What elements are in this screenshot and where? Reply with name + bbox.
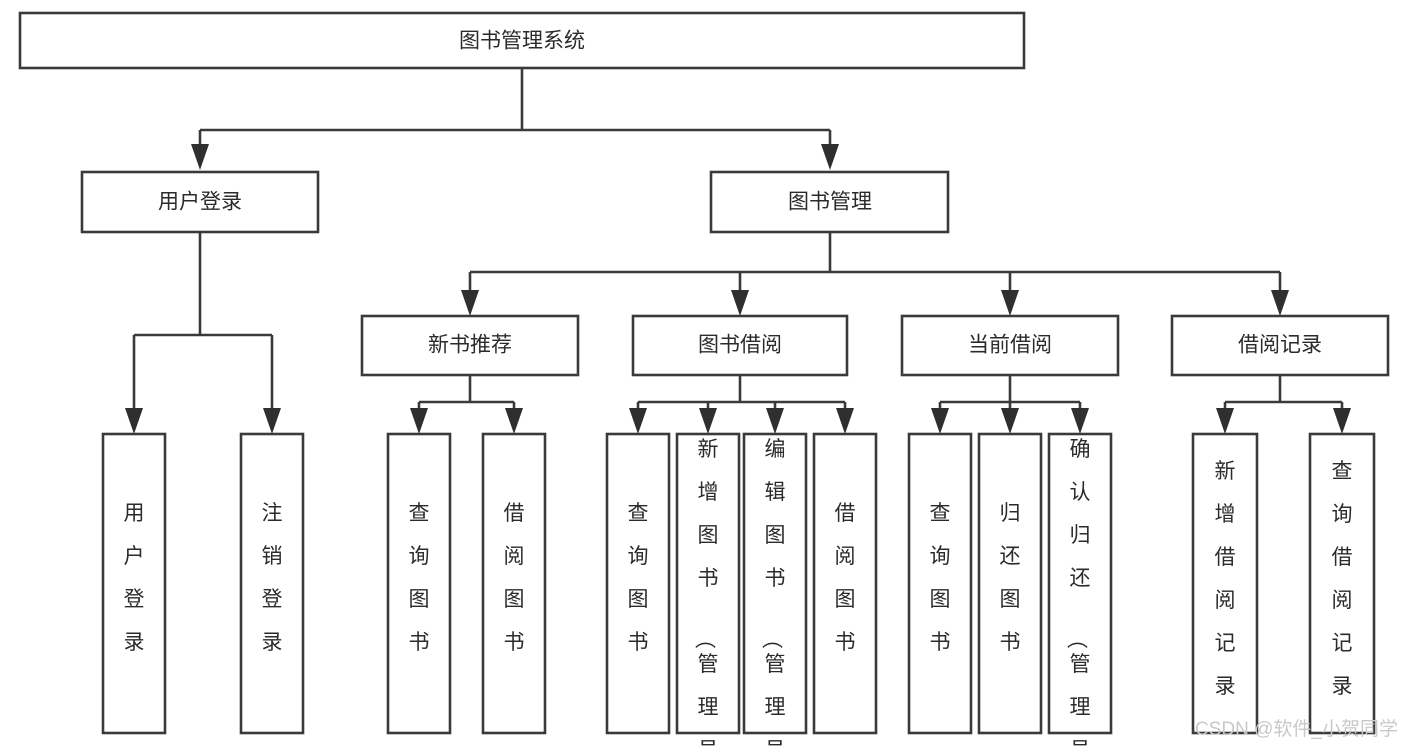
node-user-login[interactable]: 用户登录 — [80, 170, 320, 234]
node-leaf-query-book-3-box[interactable] — [907, 432, 973, 735]
node-new-book-recommend-label: 新书推荐 — [428, 334, 512, 357]
node-book-borrow[interactable]: 图书借阅 — [631, 314, 849, 377]
node-book-manage[interactable]: 图书管理 — [709, 170, 950, 234]
node-leaf-user-login-label: 用户登录 — [124, 502, 145, 654]
node-leaf-query-book-2[interactable]: 查询图书 — [605, 432, 671, 735]
node-leaf-add-book-box[interactable] — [675, 432, 741, 735]
arrow-to-leaf-add-record — [1216, 408, 1234, 434]
node-borrow-record-box[interactable] — [1170, 314, 1390, 377]
node-borrow-record[interactable]: 借阅记录 — [1170, 314, 1390, 377]
node-leaf-user-login-box[interactable] — [101, 432, 167, 735]
connector-layer — [125, 68, 1351, 434]
node-book-borrow-label: 图书借阅 — [698, 334, 782, 357]
node-leaf-borrow-book-2[interactable]: 借阅图书 — [812, 432, 878, 735]
arrow-to-leaf-user-login — [125, 408, 143, 434]
csdn-watermark: CSDN @软件_小贺同学 — [1195, 718, 1398, 740]
arrow-to-leaf-query-book-3 — [931, 408, 949, 434]
node-leaf-borrow-book-1-box[interactable] — [481, 432, 547, 735]
node-leaf-add-record[interactable]: 新增借阅记录 — [1191, 432, 1259, 735]
node-leaf-query-record-box[interactable] — [1308, 432, 1376, 735]
node-leaf-query-book-1-label: 查询图书 — [409, 502, 430, 654]
node-current-borrow-box[interactable] — [900, 314, 1120, 377]
arrow-to-leaf-borrow-book-1 — [505, 408, 523, 434]
arrow-to-book-borrow — [731, 290, 749, 316]
node-leaf-query-record[interactable]: 查询借阅记录 — [1308, 432, 1376, 735]
arrow-to-book-manage — [821, 144, 839, 170]
node-leaf-add-record-label: 新增借阅记录 — [1215, 460, 1236, 698]
node-leaf-add-book-label: 新增图书（管理员） — [693, 438, 719, 747]
node-leaf-confirm-return-box[interactable] — [1047, 432, 1113, 735]
node-leaf-user-logout-label: 注销登录 — [262, 502, 283, 654]
node-root[interactable]: 图书管理系统 — [18, 11, 1026, 70]
node-new-book-recommend[interactable]: 新书推荐 — [360, 314, 580, 377]
node-leaf-query-book-3[interactable]: 查询图书 — [907, 432, 973, 735]
arrow-to-leaf-add-book — [699, 408, 717, 434]
arrow-to-leaf-confirm-return — [1071, 408, 1089, 434]
node-book-manage-box[interactable] — [709, 170, 950, 234]
arrow-to-leaf-borrow-book-2 — [836, 408, 854, 434]
node-leaf-return-book-box[interactable] — [977, 432, 1043, 735]
arrow-to-user-login — [191, 144, 209, 170]
arrow-to-leaf-return-book — [1001, 408, 1019, 434]
node-leaf-confirm-return[interactable]: 确认归还（管理员） — [1047, 432, 1113, 747]
node-new-book-recommend-box[interactable] — [360, 314, 580, 377]
arrow-to-leaf-query-book-1 — [410, 408, 428, 434]
node-leaf-borrow-book-1[interactable]: 借阅图书 — [481, 432, 547, 735]
node-leaf-user-logout[interactable]: 注销登录 — [239, 432, 305, 735]
node-leaf-query-book-1[interactable]: 查询图书 — [386, 432, 452, 735]
arrow-to-leaf-edit-book — [766, 408, 784, 434]
node-root-label: 图书管理系统 — [459, 30, 585, 53]
node-leaf-borrow-book-1-label: 借阅图书 — [504, 502, 525, 654]
arrow-to-borrow-record — [1271, 290, 1289, 316]
node-root-box[interactable] — [18, 11, 1026, 70]
arrow-to-leaf-user-logout — [263, 408, 281, 434]
node-leaf-add-book[interactable]: 新增图书（管理员） — [675, 432, 741, 747]
node-current-borrow-label: 当前借阅 — [968, 334, 1052, 357]
node-leaf-user-logout-box[interactable] — [239, 432, 305, 735]
node-leaf-borrow-book-2-box[interactable] — [812, 432, 878, 735]
node-leaf-query-book-2-label: 查询图书 — [628, 502, 649, 654]
node-borrow-record-label: 借阅记录 — [1238, 334, 1322, 357]
node-leaf-edit-book-label: 编辑图书（管理员） — [760, 438, 786, 747]
arrow-to-leaf-query-record — [1333, 408, 1351, 434]
node-current-borrow[interactable]: 当前借阅 — [900, 314, 1120, 377]
node-leaf-query-book-3-label: 查询图书 — [930, 502, 951, 654]
arrow-to-leaf-query-book-2 — [629, 408, 647, 434]
node-leaf-query-book-2-box[interactable] — [605, 432, 671, 735]
node-leaf-edit-book[interactable]: 编辑图书（管理员） — [742, 432, 808, 747]
arrow-to-current-borrow — [1001, 290, 1019, 316]
node-book-manage-label: 图书管理 — [788, 191, 872, 214]
node-leaf-query-book-1-box[interactable] — [386, 432, 452, 735]
node-leaf-return-book[interactable]: 归还图书 — [977, 432, 1043, 735]
node-leaf-user-login[interactable]: 用户登录 — [101, 432, 167, 735]
node-book-borrow-box[interactable] — [631, 314, 849, 377]
node-user-login-label: 用户登录 — [158, 191, 242, 214]
node-leaf-edit-book-box[interactable] — [742, 432, 808, 735]
node-leaf-return-book-label: 归还图书 — [1000, 502, 1021, 654]
arrow-to-new-book-recommend — [461, 290, 479, 316]
node-leaf-query-record-label: 查询借阅记录 — [1332, 460, 1353, 698]
node-leaf-confirm-return-label: 确认归还（管理员） — [1065, 438, 1091, 747]
node-user-login-box[interactable] — [80, 170, 320, 234]
node-leaf-add-record-box[interactable] — [1191, 432, 1259, 735]
node-leaf-borrow-book-2-label: 借阅图书 — [835, 502, 856, 654]
